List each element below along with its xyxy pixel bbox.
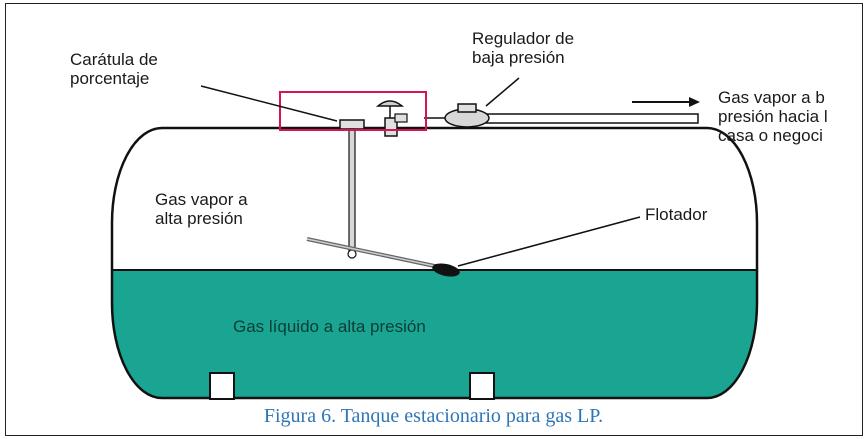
regulator-leader	[485, 77, 520, 107]
highlight-box	[279, 91, 427, 131]
label-regulator: Regulador de baja presión	[472, 29, 575, 67]
liquid-gas	[112, 270, 757, 398]
float-icon	[432, 263, 460, 277]
dial-leader	[200, 85, 338, 122]
float-rod	[348, 128, 356, 252]
float-pivot	[347, 249, 357, 259]
label-liquid: Gas líquido a alta presión	[233, 317, 426, 336]
label-outlet: Gas vapor a b presión hacia l casa o neg…	[718, 88, 828, 145]
float-leader	[457, 216, 641, 267]
valve-handwheel-icon	[375, 100, 405, 107]
tank-outline	[110, 126, 759, 400]
label-dial: Carátula de porcentaje	[70, 50, 158, 88]
figure-caption: Figura 6. Tanque estacionario para gas L…	[263, 405, 604, 427]
percentage-dial	[339, 119, 365, 130]
tank-leg-right	[469, 372, 495, 400]
label-vapor: Gas vapor a alta presión	[155, 190, 248, 228]
regulator-cap	[457, 103, 477, 113]
valve-body	[384, 117, 398, 137]
arrow-head-icon	[689, 97, 700, 107]
tank-leg-left	[209, 372, 235, 400]
label-float: Flotador	[645, 205, 708, 224]
outlet-pipe	[469, 113, 699, 124]
